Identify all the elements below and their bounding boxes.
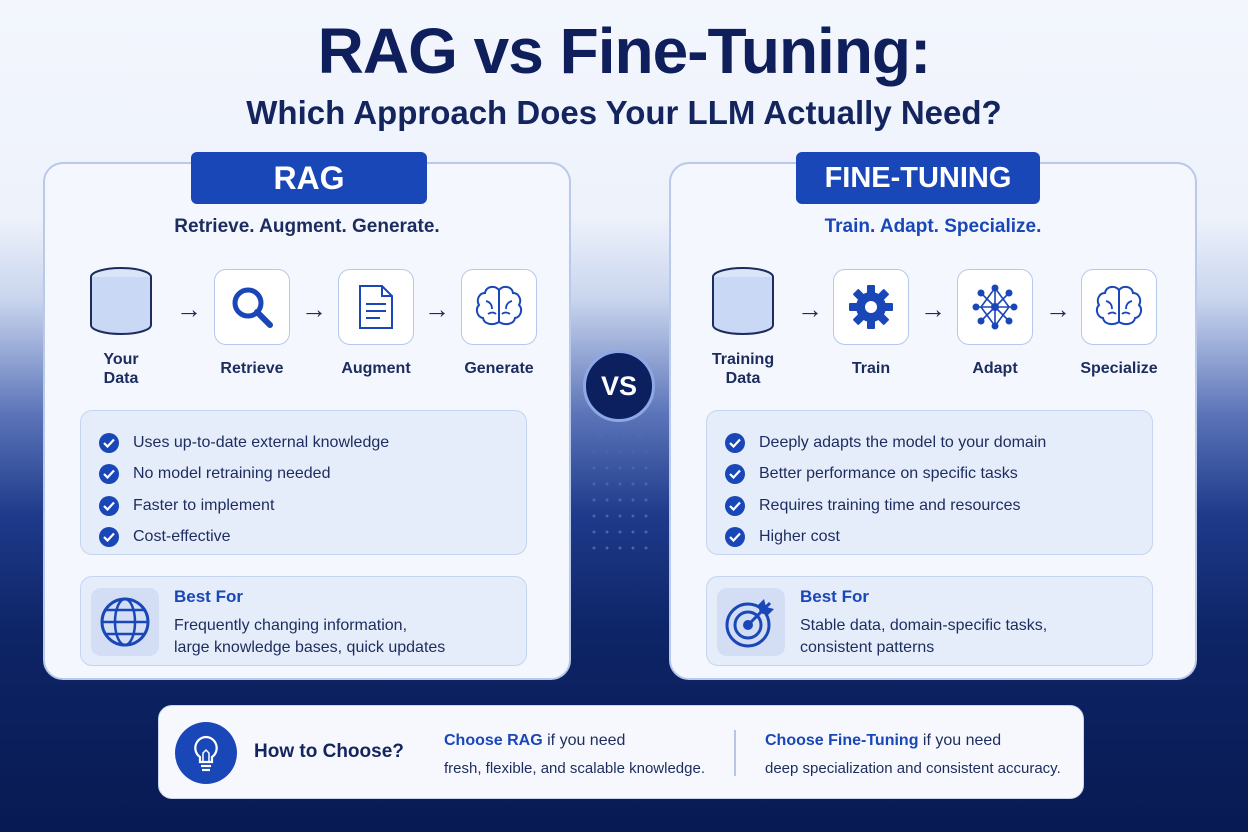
how-to-choose-title: How to Choose? bbox=[254, 741, 404, 762]
page-subtitle: Which Approach Does Your LLM Actually Ne… bbox=[246, 94, 1002, 131]
benefit-text: Faster to implement bbox=[133, 496, 275, 514]
choose-rag-label: Choose RAG bbox=[444, 732, 543, 749]
ft-step-label: Adapt bbox=[972, 360, 1018, 377]
best-for-title: Best For bbox=[174, 587, 243, 606]
rag-step-label: Your Data bbox=[103, 351, 139, 387]
benefit-text: Deeply adapts the model to your domain bbox=[759, 433, 1047, 451]
rag-benefits-list: Uses up-to-date external knowledge No mo… bbox=[80, 410, 527, 555]
list-item: Cost-effective bbox=[99, 522, 526, 554]
ft-step-label: Specialize bbox=[1080, 360, 1158, 377]
arrow-icon: → bbox=[424, 294, 450, 324]
gear-icon bbox=[833, 269, 909, 345]
list-item: Deeply adapts the model to your domain bbox=[725, 427, 1152, 459]
best-for-description: Stable data, domain-specific tasks, cons… bbox=[800, 615, 1140, 659]
check-icon bbox=[725, 527, 745, 548]
check-icon bbox=[99, 432, 119, 453]
choose-rag-suffix: if you need bbox=[542, 732, 626, 749]
choose-rag: Choose RAG if you need fresh, flexible, … bbox=[444, 732, 705, 777]
ft-step-specialize: Specialize bbox=[1064, 264, 1174, 378]
decorative-dots bbox=[592, 434, 648, 550]
vs-badge: VS bbox=[583, 350, 655, 422]
brain-icon bbox=[1081, 269, 1157, 345]
choose-ft-desc: deep specialization and consistent accur… bbox=[765, 760, 1061, 777]
finetuning-panel: FINE-TUNING Train. Adapt. Specialize. Tr… bbox=[669, 152, 1197, 680]
list-item: Better performance on specific tasks bbox=[725, 459, 1152, 491]
ft-step-label: Training Data bbox=[711, 351, 775, 387]
best-for-title: Best For bbox=[800, 587, 869, 606]
lightbulb-icon bbox=[175, 722, 237, 784]
list-item: No model retraining needed bbox=[99, 459, 526, 491]
rag-step-augment: Augment bbox=[321, 264, 431, 378]
arrow-icon: → bbox=[1045, 294, 1071, 324]
finetuning-badge: FINE-TUNING bbox=[796, 152, 1040, 204]
rag-best-for: Best For Frequently changing information… bbox=[80, 576, 527, 666]
best-for-line: Frequently changing information, bbox=[174, 617, 408, 634]
page-title: RAG vs Fine-Tuning: bbox=[317, 15, 932, 87]
choose-rag-desc: fresh, flexible, and scalable knowledge. bbox=[444, 760, 705, 777]
list-item: Uses up-to-date external knowledge bbox=[99, 427, 526, 459]
benefit-text: Uses up-to-date external knowledge bbox=[133, 433, 390, 451]
ft-step-training-data: Training Data bbox=[688, 264, 798, 388]
rag-step-your-data: Your Data bbox=[66, 264, 176, 388]
choose-ft-suffix: if you need bbox=[918, 732, 1002, 749]
check-icon bbox=[725, 432, 745, 453]
best-for-description: Frequently changing information, large k… bbox=[174, 615, 514, 659]
check-icon bbox=[725, 495, 745, 516]
benefit-text: No model retraining needed bbox=[133, 465, 331, 483]
choose-rag-heading: Choose RAG if you need bbox=[444, 732, 705, 750]
arrow-icon: → bbox=[301, 294, 327, 324]
document-icon bbox=[338, 269, 414, 345]
rag-step-retrieve: Retrieve bbox=[197, 264, 307, 378]
finetuning-benefits-list: Deeply adapts the model to your domain B… bbox=[706, 410, 1153, 555]
list-item: Requires training time and resources bbox=[725, 490, 1152, 522]
benefit-text: Higher cost bbox=[759, 528, 840, 546]
arrow-icon: → bbox=[797, 294, 823, 324]
database-icon bbox=[705, 264, 781, 344]
rag-step-label: Retrieve bbox=[220, 360, 284, 377]
choose-finetuning: Choose Fine-Tuning if you need deep spec… bbox=[765, 732, 1061, 777]
database-icon bbox=[83, 264, 159, 344]
arrow-icon: → bbox=[176, 294, 202, 324]
benefit-text: Cost-effective bbox=[133, 528, 231, 546]
rag-step-label: Augment bbox=[341, 360, 411, 377]
best-for-line: large knowledge bases, quick updates bbox=[174, 639, 446, 656]
finetuning-flow: Training Data → bbox=[671, 264, 1195, 394]
finetuning-tagline: Train. Adapt. Specialize. bbox=[824, 216, 1042, 237]
arrow-icon: → bbox=[920, 294, 946, 324]
network-icon bbox=[957, 269, 1033, 345]
check-icon bbox=[99, 464, 119, 485]
list-item: Faster to implement bbox=[99, 490, 526, 522]
choose-ft-heading: Choose Fine-Tuning if you need bbox=[765, 732, 1061, 750]
benefit-text: Better performance on specific tasks bbox=[759, 465, 1018, 483]
check-icon bbox=[99, 495, 119, 516]
brain-icon bbox=[461, 269, 537, 345]
rag-badge: RAG bbox=[191, 152, 427, 204]
list-item: Higher cost bbox=[725, 522, 1152, 554]
rag-tagline: Retrieve. Augment. Generate. bbox=[174, 216, 440, 237]
target-icon bbox=[717, 588, 785, 656]
globe-icon bbox=[91, 588, 159, 656]
ft-step-label: Train bbox=[851, 360, 891, 377]
best-for-line: consistent patterns bbox=[800, 639, 935, 656]
ft-step-train: Train bbox=[816, 264, 926, 378]
rag-panel: RAG Retrieve. Augment. Generate. Your Da… bbox=[43, 152, 571, 680]
divider bbox=[734, 730, 736, 776]
benefit-text: Requires training time and resources bbox=[759, 496, 1021, 514]
check-icon bbox=[725, 464, 745, 485]
search-icon bbox=[214, 269, 290, 345]
check-icon bbox=[99, 527, 119, 548]
ft-step-adapt: Adapt bbox=[940, 264, 1050, 378]
rag-step-label: Generate bbox=[464, 360, 534, 377]
finetuning-best-for: Best For Stable data, domain-specific ta… bbox=[706, 576, 1153, 666]
best-for-line: Stable data, domain-specific tasks, bbox=[800, 617, 1048, 634]
rag-step-generate: Generate bbox=[444, 264, 554, 378]
choose-ft-label: Choose Fine-Tuning bbox=[765, 732, 919, 749]
how-to-choose-panel: How to Choose? Choose RAG if you need fr… bbox=[158, 705, 1084, 799]
rag-flow: Your Data → Retrieve → bbox=[45, 264, 569, 394]
